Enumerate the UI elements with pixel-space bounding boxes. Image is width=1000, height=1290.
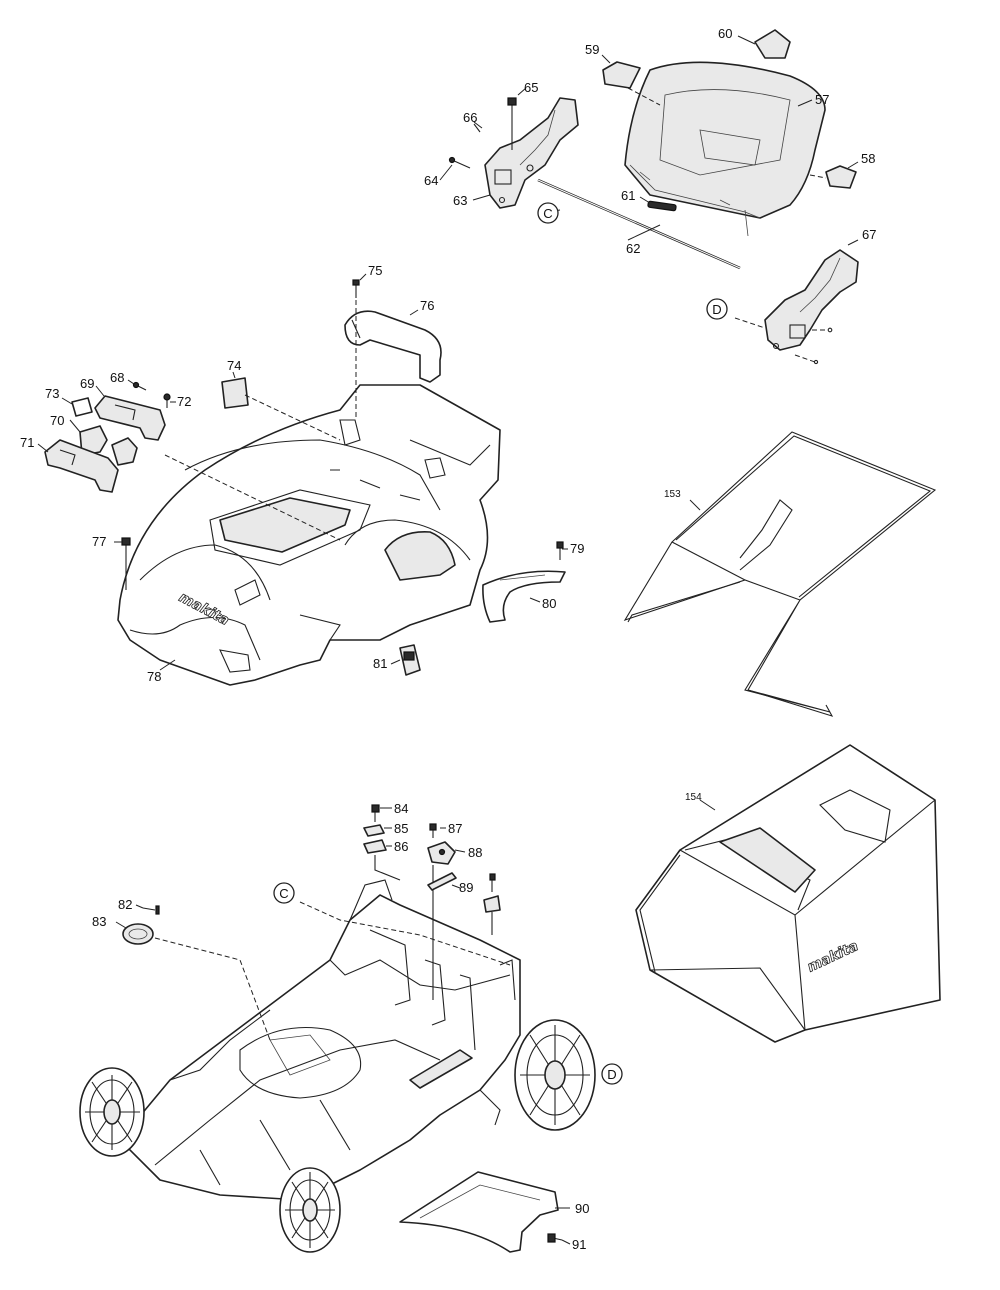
callout-77: 77	[92, 534, 106, 549]
callout-66: 66	[463, 110, 477, 125]
ref-c-top: C	[537, 202, 559, 224]
callout-91: 91	[572, 1237, 586, 1252]
callout-57: 57	[815, 92, 829, 107]
callout-64: 64	[424, 173, 438, 188]
handle-cover-assembly	[439, 29, 859, 365]
callout-labels: 60 59 57 58 65 66 64 63 61 62 67 75 76 7…	[20, 26, 876, 1252]
part-60-label	[754, 29, 791, 59]
part-90-chute	[399, 1171, 559, 1253]
part-71-switch-base	[44, 439, 119, 493]
callout-61: 61	[621, 188, 635, 203]
callout-60: 60	[718, 26, 732, 41]
callout-63: 63	[453, 193, 467, 208]
part-84-screw	[371, 804, 380, 813]
callout-62: 62	[626, 241, 640, 256]
part-74-label	[221, 377, 249, 409]
callout-70: 70	[50, 413, 64, 428]
callout-154: 154	[685, 792, 702, 803]
callout-83: 83	[92, 914, 106, 929]
svg-text:D: D	[607, 1067, 616, 1082]
ref-d-bottom: D	[601, 1063, 623, 1085]
part-83-cap	[122, 923, 154, 945]
callout-74: 74	[227, 358, 241, 373]
callout-78: 78	[147, 669, 161, 684]
part-86-clip	[363, 839, 387, 854]
callout-90: 90	[575, 1201, 589, 1216]
callout-59: 59	[585, 42, 599, 57]
part-58-label	[825, 165, 857, 189]
callout-72: 72	[177, 394, 191, 409]
callout-58: 58	[861, 151, 875, 166]
part-89-pin	[427, 872, 457, 891]
callout-80: 80	[542, 596, 556, 611]
callout-67: 67	[862, 227, 876, 242]
svg-text:C: C	[543, 206, 552, 221]
ref-c-bottom: C	[273, 882, 295, 904]
part-82-screw	[142, 907, 156, 911]
part-67-right-bracket	[764, 249, 859, 351]
callout-65: 65	[524, 80, 538, 95]
callout-81: 81	[373, 656, 387, 671]
callout-82: 82	[118, 897, 132, 912]
part-87-screw	[429, 823, 437, 831]
ref-d-top: D	[706, 298, 728, 320]
callout-153: 153	[664, 489, 681, 500]
callout-86: 86	[394, 839, 408, 854]
part-59-label	[602, 61, 641, 89]
svg-text:C: C	[279, 886, 288, 901]
part-61-clip	[647, 200, 677, 212]
callout-85: 85	[394, 821, 408, 836]
callout-88: 88	[468, 845, 482, 860]
part-69-switch-housing	[94, 395, 166, 441]
callout-79: 79	[570, 541, 584, 556]
part-64-screw	[451, 159, 471, 169]
svg-text:D: D	[712, 302, 721, 317]
part-66-pin	[473, 123, 481, 133]
part-switch-lever	[111, 437, 138, 466]
part-small-clip	[483, 895, 501, 913]
callout-76: 76	[420, 298, 434, 313]
part-76-grip	[344, 310, 442, 383]
callout-89: 89	[459, 880, 473, 895]
part-small-screw	[489, 873, 496, 881]
callout-68: 68	[110, 370, 124, 385]
part-80-flap	[482, 570, 566, 623]
grass-basket: makita	[623, 431, 941, 1043]
part-85-clip	[363, 824, 385, 837]
callout-84: 84	[394, 801, 408, 816]
part-57-handle-cover	[624, 61, 826, 219]
callout-69: 69	[80, 376, 94, 391]
top-housing-assembly: makita	[44, 273, 566, 686]
callout-75: 75	[368, 263, 382, 278]
callout-71: 71	[20, 435, 34, 450]
part-154-bag	[635, 744, 941, 1043]
part-73-button	[71, 397, 93, 417]
callout-87: 87	[448, 821, 462, 836]
deck-assembly	[79, 804, 596, 1253]
callout-73: 73	[45, 386, 59, 401]
